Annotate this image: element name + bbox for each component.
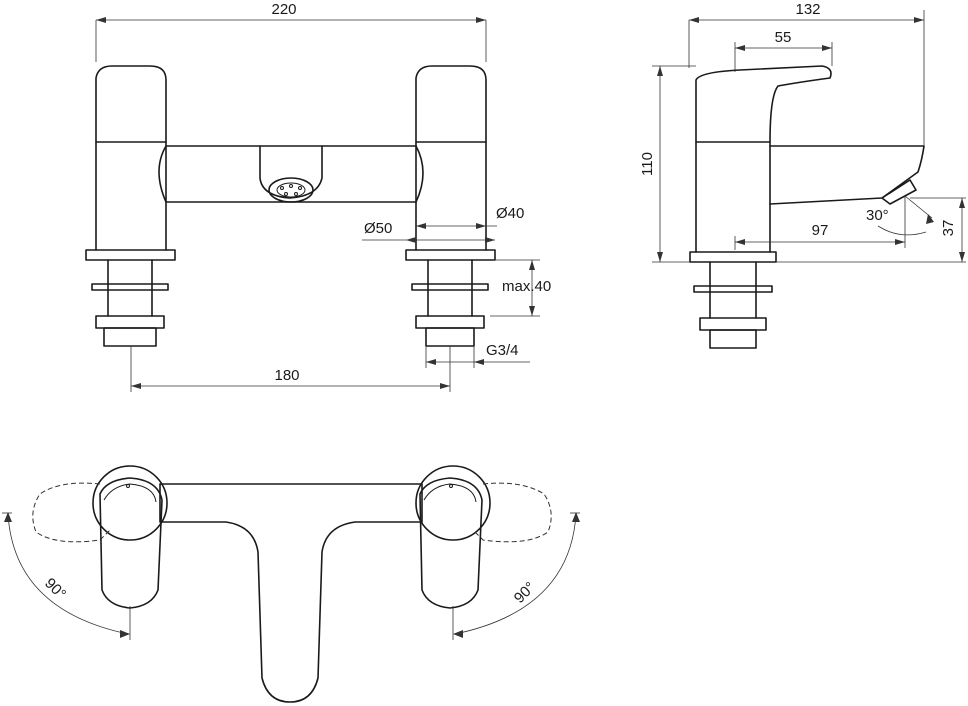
- front-right-handle: [415, 65, 487, 143]
- front-view: 220 Ø40 Ø50 max.40 G3/4 180: [85, 1, 551, 392]
- front-aerator: [259, 145, 323, 199]
- front-left-handle: [95, 65, 167, 143]
- top-body: [159, 483, 423, 703]
- dim-max-deck-thickness: max.40: [502, 278, 551, 295]
- dim-spout-angle: 30°: [866, 207, 889, 224]
- dim-side-depth: 132: [795, 1, 820, 18]
- dim-spout-height: 37: [940, 220, 957, 237]
- dim-handle-rotation-left: 90°: [41, 575, 69, 603]
- dim-handle-rotation-right: 90°: [511, 579, 539, 607]
- front-bridge: [158, 145, 424, 203]
- dim-thread: G3/4: [486, 342, 519, 359]
- top-left-rosette: [92, 465, 168, 541]
- side-view: 132 55 110 97 37 30°: [639, 1, 966, 349]
- front-right-column: [415, 141, 487, 251]
- dim-handle-length: 55: [775, 29, 792, 46]
- front-left-column: [95, 141, 167, 251]
- right-handle-rotated-outline: [472, 482, 552, 543]
- dim-overall-width: 220: [271, 1, 296, 18]
- side-spout: [769, 145, 925, 205]
- dim-spout-reach: 97: [812, 222, 829, 239]
- top-right-rosette: [415, 465, 491, 541]
- side-handle: [695, 65, 832, 143]
- top-right-lever: [419, 477, 483, 609]
- dim-body-diameter: Ø50: [364, 220, 392, 237]
- front-left-base: [85, 249, 176, 261]
- dim-centres: 180: [274, 367, 299, 384]
- top-view: 90° 90°: [2, 465, 580, 703]
- front-left-shank: [107, 259, 153, 317]
- front-right-base: [405, 249, 496, 261]
- dim-height: 110: [639, 152, 656, 176]
- top-left-lever: [99, 477, 163, 609]
- side-column: [695, 141, 771, 253]
- left-handle-rotated-outline: [32, 482, 111, 543]
- dim-shank-diameter: Ø40: [496, 205, 524, 222]
- aerator-outlet: [268, 177, 314, 203]
- front-right-shank: [427, 259, 473, 317]
